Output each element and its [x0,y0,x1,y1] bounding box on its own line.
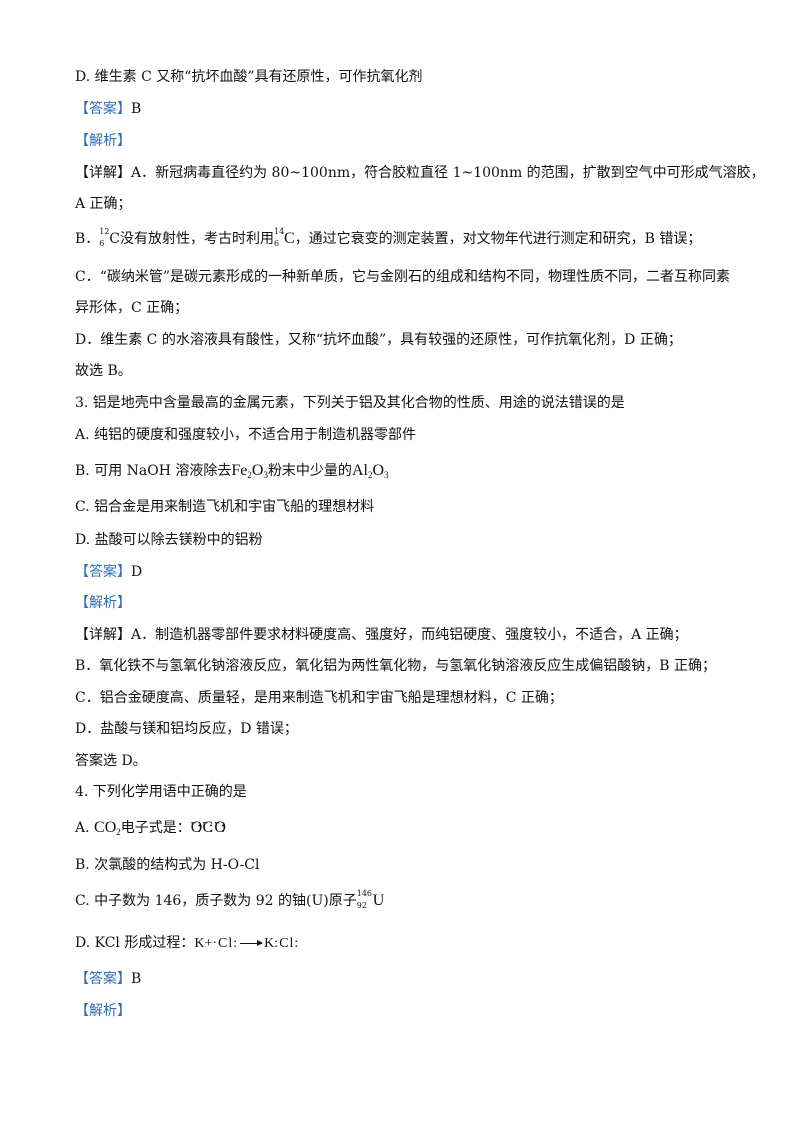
q2-detail-c-line1: C．“碳纳米管”是碳元素形成的一种新单质，它与金刚石的组成和结构不同，物理性质不… [75,269,731,285]
q3-detail-b: B．氧化铁不与氢氧化钠溶液反应，氧化铝为两性氧化物，与氢氧化钠溶液反应生成偏铝酸… [75,658,717,674]
q3-detail-a: 【详解】A．制造机器零部件要求材料硬度高、强度好，而纯铝硬度、强度较小，不适合，… [75,627,688,643]
kcl-product-cl: :Cl: [274,936,300,951]
option-b-prefix: B. 可用 NaOH 溶液除去 [75,463,232,479]
option-d-prefix: D. KCl 形成过程： [75,935,195,951]
kcl-reactant-k: K+ [194,936,213,951]
q3-stem: 3. 铝是地壳中含量最高的金属元素，下列关于铝及其化合物的性质、用途的说法错误的… [75,395,625,411]
kcl-product-k: K [264,936,275,951]
q3-conclusion: 答案选 D。 [75,753,147,769]
formula-fe2o3: Fe2O3 [231,462,268,480]
q4-option-b: B. 次氯酸的结构式为 H-O-Cl [75,857,260,873]
analysis-tag: 【解析】 [75,133,131,149]
q4-option-a: A. CO2电子式是：¨O:¨C:¨O: [75,818,740,842]
q2-analysis-tag: 【解析】 [75,131,740,151]
uranium-symbol: U [372,892,385,909]
answer-value: B [131,971,142,987]
kcl-reactant-cl: ·Cl: [212,936,239,951]
q2-answer: 【答案】B [75,99,740,119]
answer-value: B [131,101,142,117]
formula-co2: CO2 [94,819,121,837]
q3-analysis-tag: 【解析】 [75,593,740,613]
q3-option-d: D. 盐酸可以除去镁粉中的铝粉 [75,532,263,548]
answer-tag: 【答案】 [75,101,131,117]
formula-al2o3: Al2O3 [351,462,389,480]
q4-analysis-tag: 【解析】 [75,1001,740,1021]
answer-tag: 【答案】 [75,564,131,580]
q3-option-b: B. 可用 NaOH 溶液除去Fe2O3粉末中少量的Al2O3 [75,461,740,485]
isotope-c12-symbol: C [109,231,121,247]
option-b-mid: 粉末中少量的 [267,463,352,479]
answer-tag: 【答案】 [75,971,131,987]
q4-stem: 4. 下列化学用语中正确的是 [75,784,247,800]
reaction-arrow-icon [240,939,264,946]
option-c-text: C. 中子数为 146，质子数为 92 的铀(U)原子 [75,893,357,909]
answer-value: D [131,564,143,580]
q4-answer: 【答案】B [75,969,740,989]
q4-option-d: D. KCl 形成过程：K+·Cl: K:Cl: [75,933,740,954]
detail-b-end: ，通过它衰变的测定装置，对文物年代进行测定和研究，B 错误； [294,231,702,247]
analysis-tag: 【解析】 [75,595,131,611]
q3-detail-d: D．盐酸与镁和铝均反应，D 错误； [75,721,298,737]
q2-option-d: D. 维生素 C 又称“抗坏血酸”具有还原性，可作抗氧化剂 [75,69,423,85]
co2-electron-dot-formula: ¨O:¨C:¨O: [190,819,227,836]
option-a-text: 电子式是： [120,820,191,836]
q2-detail-d: D．维生素 C 的水溶液具有酸性，又称“抗坏血酸”，具有较强的还原性，可作抗氧化… [75,332,682,348]
q2-conclusion: 故选 B。 [75,363,132,379]
analysis-tag: 【解析】 [75,1003,131,1019]
detail-b-prefix: B． [75,231,100,247]
isotope-c14-symbol: C [284,230,295,247]
q3-option-c: C. 铝合金是用来制造飞机和宇宙飞船的理想材料 [75,499,375,515]
q3-answer: 【答案】D [75,562,740,582]
detail-b-mid: 没有放射性，考古时利用 [120,231,275,247]
q2-detail-c-line2: 异形体，C 正确； [75,300,189,316]
q3-option-a: A. 纯铝的硬度和强度较小，不适合用于制造机器零部件 [75,427,417,443]
option-a-prefix: A. [75,820,90,836]
q2-detail-a-line1: 【详解】A．新冠病毒直径约为 80~100nm，符合胶粒直径 1~100nm 的… [75,165,765,181]
q2-detail-a-line2: A 正确； [75,196,132,212]
q3-detail-c: C．铝合金硬度高、质量轻，是用来制造飞机和宇宙飞船是理想材料，C 正确； [75,690,563,706]
